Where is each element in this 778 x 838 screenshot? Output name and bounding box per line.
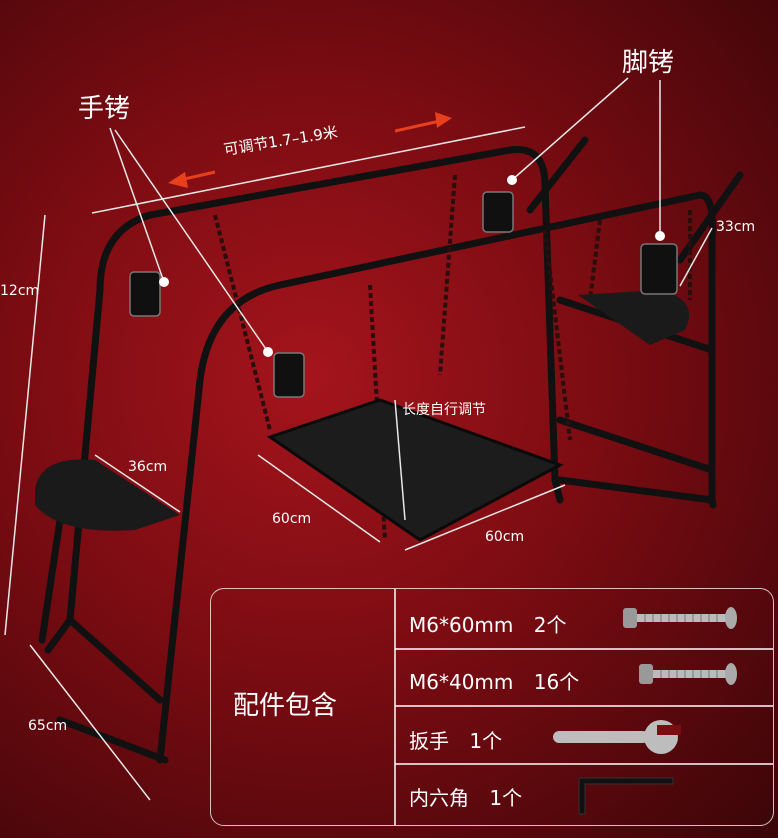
accessories-title: 配件包含 bbox=[233, 691, 338, 721]
ankle-cuffs-label: 脚铐 bbox=[622, 48, 675, 78]
row-divider bbox=[395, 763, 773, 765]
accessory-row-hex-key: 内六角 1个 bbox=[409, 782, 522, 811]
accessory-qty: 2个 bbox=[533, 613, 567, 637]
wrench-icon bbox=[553, 720, 681, 754]
accessory-row-long-bolt: M6*60mm 2个 bbox=[409, 609, 567, 638]
row-divider bbox=[395, 705, 773, 707]
long-bolt-icon bbox=[623, 607, 737, 629]
cuff-size-label: 33cm bbox=[716, 219, 756, 235]
panel-divider bbox=[394, 589, 396, 825]
base-depth-label: 65cm bbox=[28, 718, 68, 734]
accessory-row-wrench: 扳手 1个 bbox=[409, 725, 502, 754]
accessory-qty: 16个 bbox=[533, 670, 580, 694]
accessory-name: 内六角 bbox=[409, 786, 469, 810]
handcuffs-label: 手铐 bbox=[78, 94, 131, 124]
accessory-qty: 1个 bbox=[469, 729, 503, 753]
platform-width-label: 60cm bbox=[272, 511, 312, 527]
hex-key-icon bbox=[578, 777, 674, 815]
accessory-qty: 1个 bbox=[489, 786, 523, 810]
short-bolt-icon bbox=[639, 663, 737, 685]
row-divider bbox=[395, 648, 773, 650]
accessory-row-short-bolt: M6*40mm 16个 bbox=[409, 666, 579, 695]
height-label: 12cm bbox=[0, 283, 40, 299]
accessory-name: M6*60mm bbox=[409, 613, 514, 637]
accessory-name: 扳手 bbox=[409, 729, 449, 753]
chain-length-label: 长度自行调节 bbox=[402, 402, 486, 418]
seat-width-label: 36cm bbox=[128, 459, 168, 475]
platform-depth-label: 60cm bbox=[485, 529, 525, 545]
accessories-panel: 配件包含 M6*60mm 2个 M6*40mm 16个 扳手 1个 内六角 1个 bbox=[210, 588, 774, 826]
accessory-name: M6*40mm bbox=[409, 670, 514, 694]
